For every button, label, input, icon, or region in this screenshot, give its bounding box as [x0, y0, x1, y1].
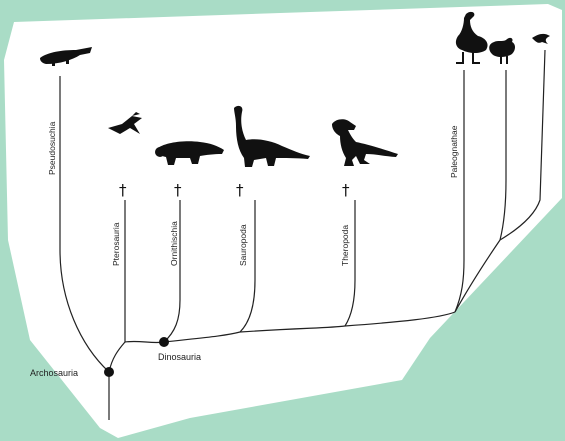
- extinct-marker-pterosauria: †: [119, 181, 127, 199]
- label-theropoda: Theropoda: [340, 225, 350, 266]
- extinct-marker-sauropoda: †: [236, 181, 244, 199]
- node-archosauria: [104, 367, 114, 377]
- node-dinosauria: [159, 337, 169, 347]
- label-ornithischia: Ornithischia: [169, 221, 179, 266]
- label-dinosauria: Dinosauria: [158, 352, 201, 362]
- label-paleognathae: Paleognathae: [449, 125, 459, 178]
- label-archosauria: Archosauria: [30, 368, 78, 378]
- label-sauropoda: Sauropoda: [238, 224, 248, 266]
- extinct-marker-ornithischia: †: [174, 181, 182, 199]
- label-pseudosuchia: Pseudosuchia: [47, 121, 57, 175]
- extinct-marker-theropoda: †: [342, 181, 350, 199]
- label-pterosauria: Pterosauria: [111, 222, 121, 266]
